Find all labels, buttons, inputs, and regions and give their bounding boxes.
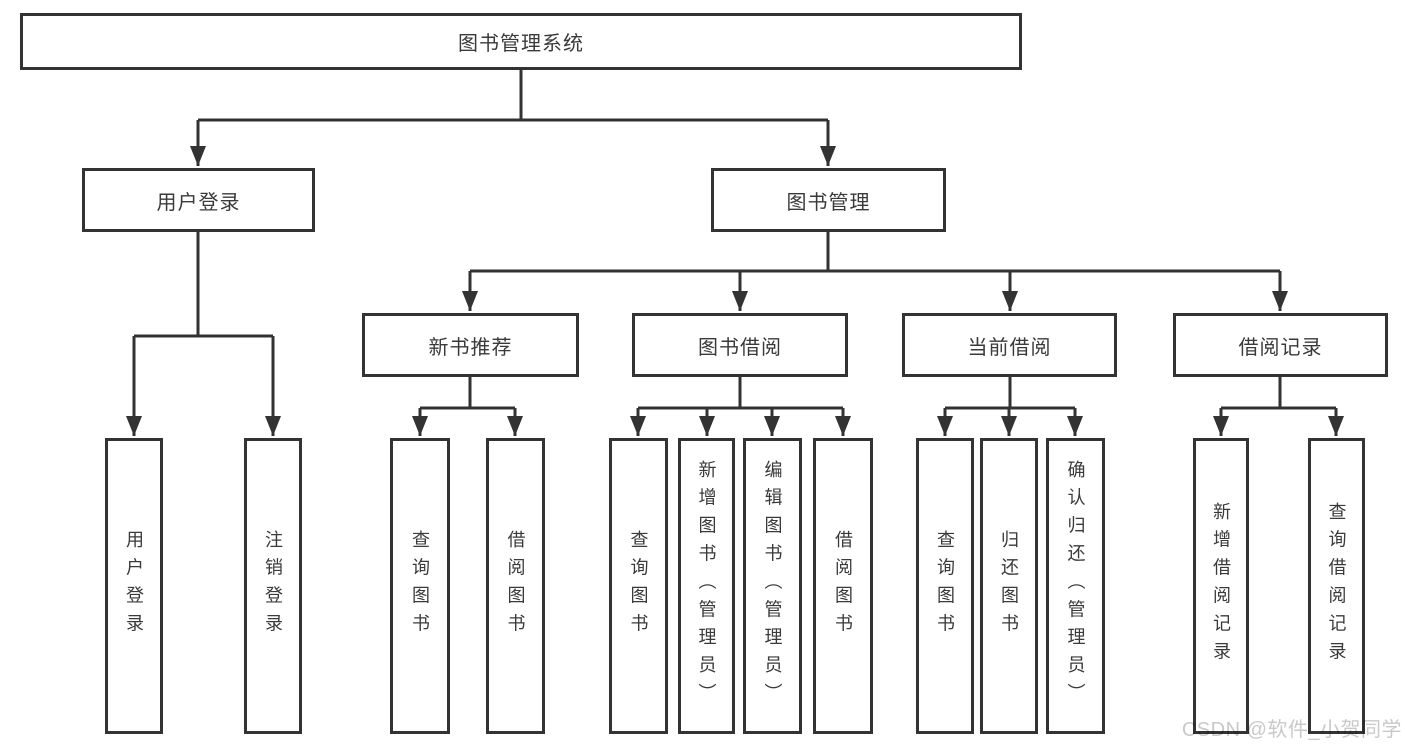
- leaf-return-book: 归还图书: [980, 438, 1038, 734]
- leaf-add-book-admin: 新增图书（管理员）: [678, 438, 735, 734]
- leaf-query-books-borrowing: 查询图书: [609, 438, 668, 734]
- leaf-query-borrow-record: 查询借阅记录: [1308, 438, 1365, 734]
- leaf-confirm-return-admin: 确认归还（管理员）: [1046, 438, 1105, 734]
- leaf-borrow-books-borrowing: 借阅图书: [813, 438, 873, 734]
- node-book-management: 图书管理: [711, 168, 946, 232]
- leaf-borrow-books-recommend: 借阅图书: [486, 438, 545, 734]
- leaf-query-books-recommend: 查询图书: [390, 438, 450, 734]
- node-new-book-recommendation: 新书推荐: [362, 313, 579, 377]
- leaf-logout: 注销登录: [244, 438, 302, 734]
- leaf-edit-book-admin: 编辑图书（管理员）: [743, 438, 802, 734]
- csdn-watermark: CSDN @软件_小贺同学: [1181, 719, 1402, 741]
- leaf-add-borrow-record: 新增借阅记录: [1193, 438, 1249, 734]
- leaf-user-login: 用户登录: [105, 438, 163, 734]
- leaf-query-books-current: 查询图书: [916, 438, 974, 734]
- connector-arrows: [126, 120, 1344, 436]
- node-user-login: 用户登录: [82, 168, 315, 232]
- node-book-borrowing: 图书借阅: [632, 313, 848, 377]
- node-borrowing-records: 借阅记录: [1173, 313, 1388, 377]
- node-library-management-system: 图书管理系统: [20, 13, 1022, 70]
- node-current-borrowing: 当前借阅: [902, 313, 1117, 377]
